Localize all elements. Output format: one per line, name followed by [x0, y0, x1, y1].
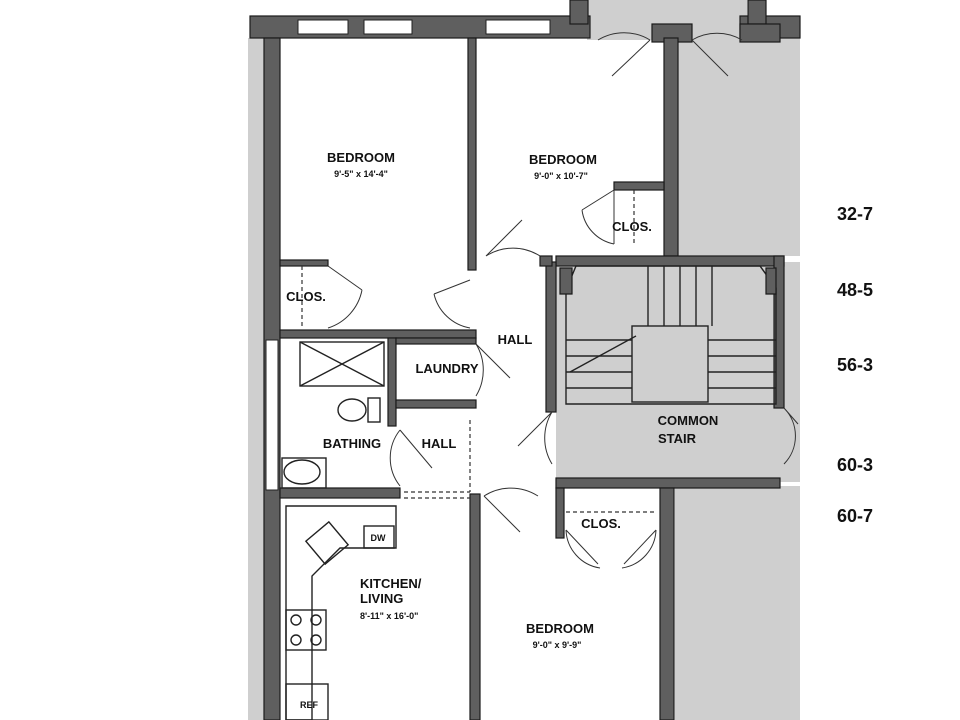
- entry-door-left: [597, 32, 651, 77]
- refrigerator-label: REF: [300, 700, 319, 710]
- bedroom-3-dims: 9'-0" x 9'-9": [533, 640, 582, 650]
- unit-number-3: 56-3: [837, 355, 873, 375]
- burner-4: [310, 634, 322, 646]
- stair-wall-right: [773, 255, 785, 409]
- stair-wall-top: [555, 255, 785, 267]
- stairs: [559, 265, 777, 405]
- unit-number-2: 48-5: [837, 280, 873, 300]
- bedroom-1-label: BEDROOM: [327, 150, 395, 165]
- unit-number-4: 60-3: [837, 455, 873, 475]
- common-stair-label-2: STAIR: [658, 431, 697, 446]
- closet1-door: [327, 265, 363, 329]
- laundry-wall: [395, 337, 477, 345]
- bath-fixtures: [281, 341, 385, 489]
- bath-top-divider: [387, 337, 397, 427]
- closet3-door: [565, 529, 657, 569]
- stove: [285, 609, 327, 651]
- closet-3-label: CLOS.: [581, 516, 621, 531]
- bathing-label: BATHING: [323, 436, 381, 451]
- unit-number-5: 60-7: [837, 506, 873, 526]
- window-3: [485, 19, 551, 35]
- entry-door-right: [691, 32, 743, 77]
- bedroom-2-label: BEDROOM: [529, 152, 597, 167]
- kitchen-right-wall: [469, 493, 481, 720]
- stair-well: [631, 325, 709, 403]
- stair-treads-top: [647, 266, 713, 326]
- closet2-door: [581, 189, 615, 245]
- kitchen-fixtures: [285, 505, 397, 720]
- stair-arrow: [569, 335, 637, 373]
- toilet-tank: [367, 397, 381, 423]
- bedroom2-closet-side: [539, 255, 553, 267]
- bedroom2-door: [485, 219, 541, 257]
- refrigerator-box: [285, 683, 329, 720]
- sink: [283, 459, 321, 485]
- stair-wall-left: [545, 261, 557, 413]
- stair-rail-left: [559, 267, 573, 295]
- entry-pier-right: [747, 0, 767, 25]
- bedroom1-bottom-wall: [279, 329, 477, 339]
- entry-wall-right: [739, 23, 781, 43]
- bedroom1-right-wall: [467, 37, 477, 271]
- stair-door: [517, 411, 553, 465]
- bath-bottom-wall: [279, 487, 401, 499]
- stair-treads-right: [708, 339, 776, 389]
- labels: BEDROOM 9'-5" x 14'-4" BEDROOM 9'-0" x 1…: [286, 150, 718, 710]
- entry-pier-left: [569, 0, 589, 25]
- window-1: [297, 19, 349, 35]
- laundry-bottom-wall: [395, 399, 477, 409]
- sink-island: [304, 520, 350, 566]
- window-2: [363, 19, 413, 35]
- shower-cross: [299, 341, 385, 387]
- toilet: [337, 398, 367, 422]
- unit-number-1: 32-7: [837, 204, 873, 224]
- burner-1: [290, 614, 302, 626]
- stair-wall-bottom: [555, 477, 781, 489]
- bedroom3-door: [483, 487, 539, 533]
- kitchen-label-2: LIVING: [360, 591, 403, 606]
- closet2-wall: [613, 181, 665, 191]
- shower: [299, 341, 385, 387]
- bath-door: [389, 429, 433, 487]
- stair-rail-right: [765, 267, 777, 295]
- lower-right-shade: [675, 486, 800, 720]
- hall-2-label: HALL: [422, 436, 457, 451]
- common-stair-label-1: COMMON: [658, 413, 719, 428]
- kitchen-counter: [285, 505, 397, 720]
- laundry-door: [475, 343, 511, 397]
- closet-1-label: CLOS.: [286, 289, 326, 304]
- doors: [327, 32, 799, 569]
- right-wall-upper: [663, 37, 679, 257]
- bedroom3-closet-wall: [555, 487, 565, 539]
- dishwasher-box: [363, 525, 395, 549]
- vanity: [281, 457, 327, 489]
- right-wall-lower: [659, 487, 675, 720]
- closet1-top-wall: [279, 259, 329, 267]
- shaded-areas: [248, 0, 800, 720]
- unit-numbers: 32-7 48-5 56-3 60-3 60-7: [837, 204, 873, 526]
- stair-door-right: [783, 407, 799, 465]
- dishwasher-label: DW: [371, 533, 386, 543]
- window-left-wall: [265, 339, 279, 491]
- bedroom-3-label: BEDROOM: [526, 621, 594, 636]
- bedroom-1-dims: 9'-5" x 14'-4": [334, 169, 388, 179]
- windows: [265, 19, 551, 491]
- closet-2-label: CLOS.: [612, 219, 652, 234]
- right-building-shade: [678, 38, 800, 256]
- kitchen-dims: 8'-11" x 16'-0": [360, 611, 418, 621]
- burner-2: [310, 614, 322, 626]
- laundry-label: LAUNDRY: [415, 361, 478, 376]
- dashed-lines: [301, 190, 656, 513]
- hall-1-label: HALL: [498, 332, 533, 347]
- bedroom-2-dims: 9'-0" x 10'-7": [534, 171, 588, 181]
- bedroom1-door: [433, 279, 471, 329]
- burner-3: [290, 634, 302, 646]
- kitchen-label-1: KITCHEN/: [360, 576, 422, 591]
